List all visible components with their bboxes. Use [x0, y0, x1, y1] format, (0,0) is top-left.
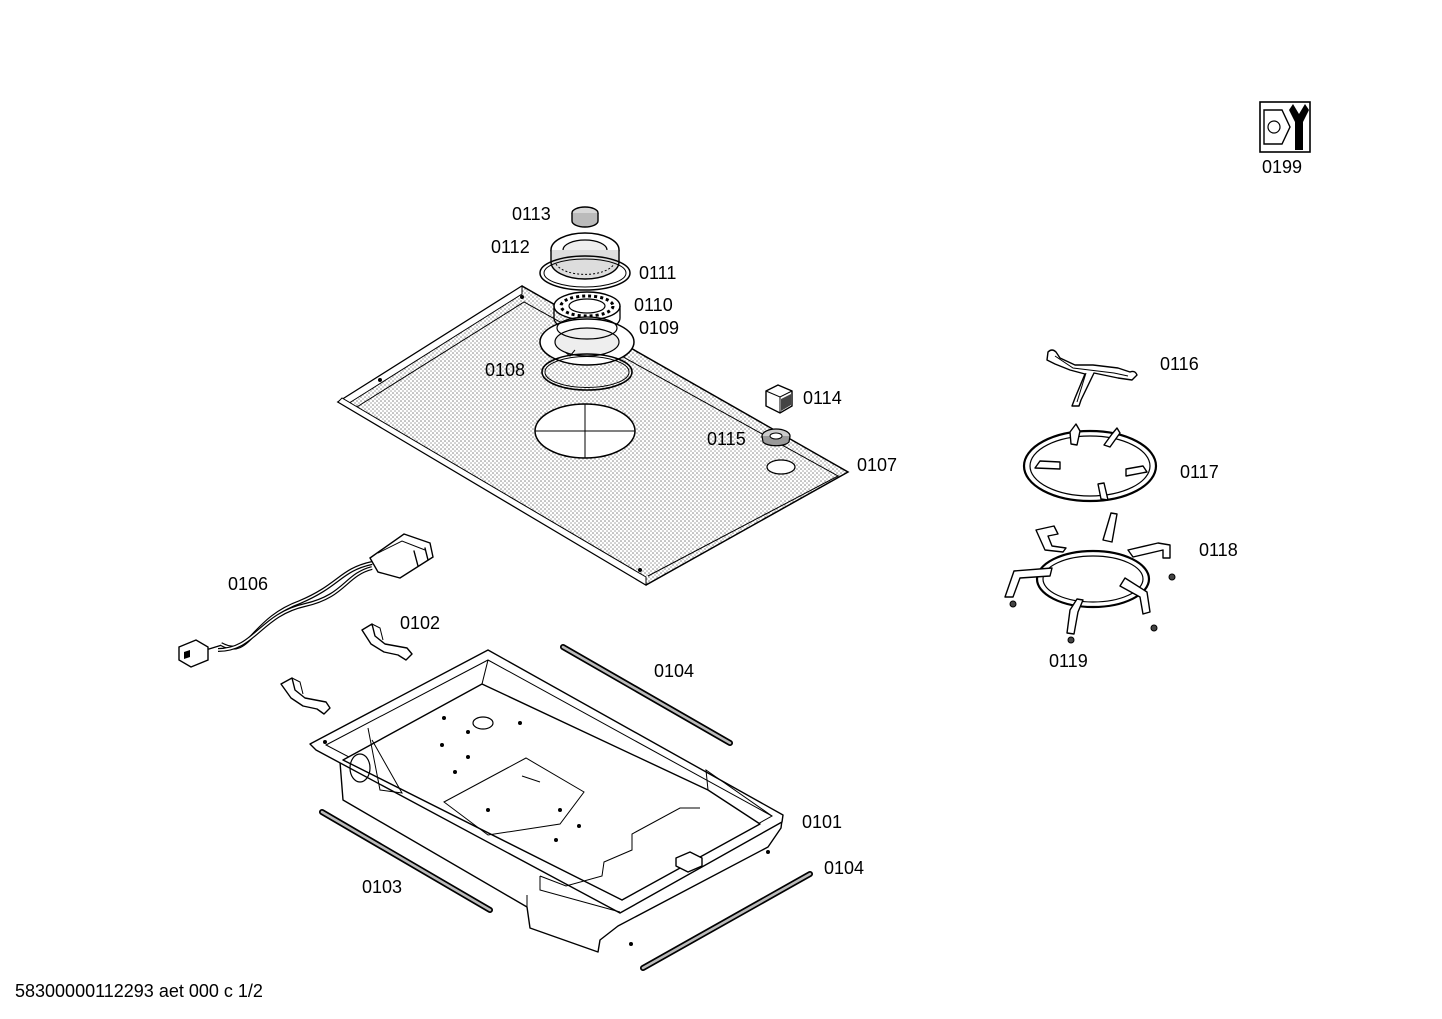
label-0109: 0109	[639, 318, 679, 338]
label-0108: 0108	[485, 360, 525, 380]
burner-seal-0108	[541, 353, 633, 391]
pan-support-0118	[1004, 512, 1176, 644]
document-id-footer: 58300000112293 aet 000 c 1/2	[15, 981, 263, 1001]
label-0119: 0119	[1049, 651, 1088, 671]
label-0102: 0102	[400, 613, 440, 633]
label-0111: 0111	[639, 263, 676, 283]
control-knob-0114	[765, 384, 793, 414]
burner-cap-0113	[571, 206, 599, 228]
burner-ring-0111	[539, 255, 631, 291]
nut-and-wrench-icon	[1259, 101, 1311, 153]
burner-base-0109	[539, 316, 635, 366]
seal-strip-0104-bottom	[640, 871, 813, 971]
label-0101: 0101	[802, 812, 842, 832]
bracket-0102	[361, 623, 413, 661]
housing-tray-0101	[309, 649, 784, 953]
label-0113: 0113	[512, 204, 551, 224]
label-0114: 0114	[803, 388, 842, 408]
label-0103: 0103	[362, 877, 402, 897]
bracket-0102-b	[280, 677, 331, 715]
wok-adapter-0116	[1046, 349, 1138, 407]
label-0117: 0117	[1180, 462, 1219, 482]
power-cable-0106	[178, 533, 434, 668]
label-0107: 0107	[857, 455, 897, 475]
label-0112: 0112	[491, 237, 530, 257]
label-0116: 0116	[1160, 354, 1199, 374]
label-0118: 0118	[1199, 540, 1238, 560]
label-0115: 0115	[707, 429, 746, 449]
label-0106: 0106	[228, 574, 268, 594]
pan-support-ring-0117	[1022, 423, 1158, 503]
label-0104-bottom: 0104	[824, 858, 864, 878]
label-0199: 0199	[1262, 157, 1302, 177]
seal-strip-0103	[319, 809, 493, 913]
cooktop-panel	[336, 285, 850, 586]
knob-bezel-0115	[761, 428, 791, 447]
seal-strip-0104-top	[560, 644, 733, 746]
label-0104-top: 0104	[654, 661, 694, 681]
label-0110: 0110	[634, 295, 673, 315]
